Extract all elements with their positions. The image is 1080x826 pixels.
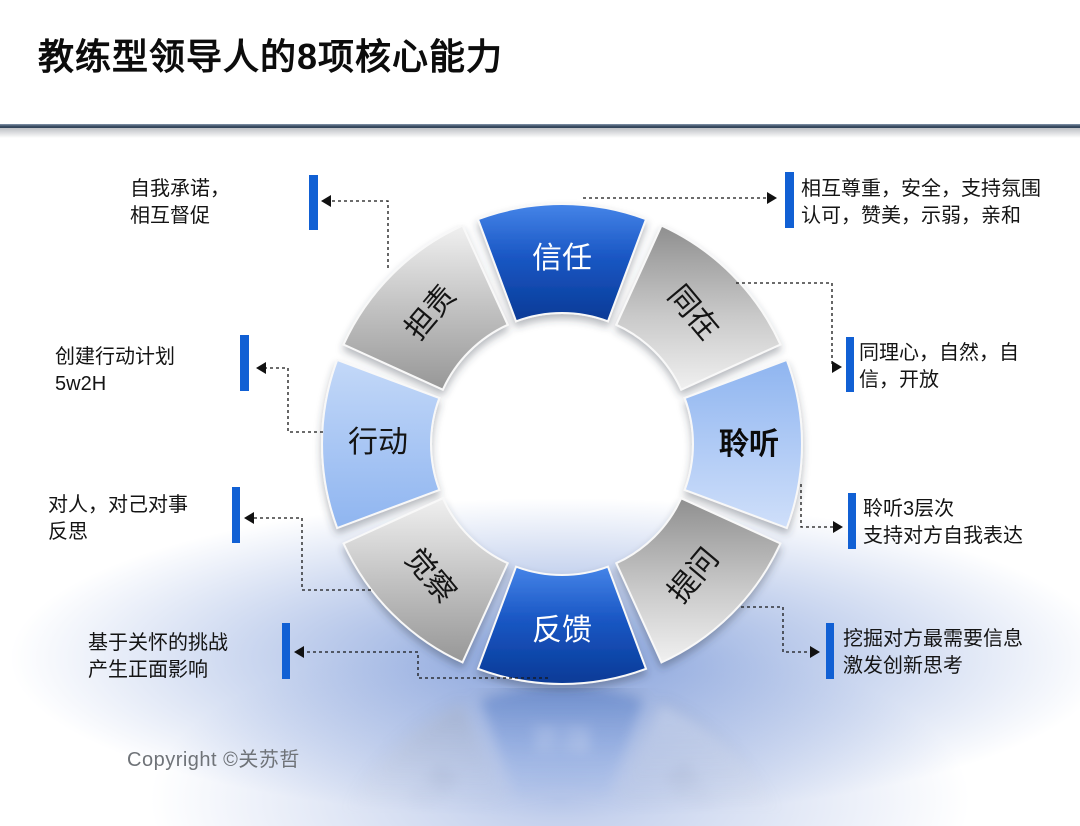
highlight-bar-listening <box>848 493 856 549</box>
connector-presence <box>736 282 833 366</box>
segment-label-action: 行动 <box>348 426 408 459</box>
highlight-bar-questioning <box>826 623 834 679</box>
annotation-line: 聆听3层次 <box>863 498 955 520</box>
arrowhead-left-awareness <box>244 512 254 524</box>
annotation-line: 认可，赞美，示弱，亲和 <box>801 205 1021 227</box>
annotation-line: 产生正面影响 <box>88 659 208 681</box>
annotation-line: 相互尊重，安全，支持氛围 <box>801 178 1041 200</box>
annotation-line: 信，开放 <box>859 369 939 391</box>
highlight-bar-awareness <box>232 487 240 543</box>
arrowhead-left-action <box>256 362 266 374</box>
annotation-line: 基于关怀的挑战 <box>88 632 228 654</box>
annotation-reflect: 对人，对己对事 反思 <box>48 492 188 546</box>
title-divider-shadow <box>0 128 1080 138</box>
annotation-line: 自我承诺， <box>130 178 230 200</box>
ring-reflection: 信任 同在 聆听 提问 反馈 觉察 行动 担责 <box>0 688 1080 826</box>
annotation-line: 对人，对己对事 <box>48 494 188 516</box>
page-title: 教练型领导人的8项核心能力 <box>38 36 504 77</box>
annotation-dig-information: 挖掘对方最需要信息 激发创新思考 <box>843 626 1023 680</box>
annotation-self-commitment: 自我承诺， 相互督促 <box>130 176 230 230</box>
segment-label-listening: 聆听 <box>719 428 779 461</box>
annotation-line: 反思 <box>48 521 88 543</box>
svg-text:反馈: 反馈 <box>532 721 592 754</box>
segment-label-accountability: 担责 <box>399 279 463 346</box>
segment-trust <box>476 203 648 323</box>
annotation-line: 挖掘对方最需要信息 <box>843 628 1023 650</box>
highlight-bar-presence <box>846 337 854 392</box>
connector-action <box>266 367 323 433</box>
highlight-bar-trust <box>785 172 794 228</box>
segment-accountability <box>342 224 510 392</box>
arrowhead-left-accountability <box>321 195 331 207</box>
annotation-line: 5w2H <box>55 373 107 395</box>
arrowhead-right-presence <box>832 361 842 373</box>
annotation-empathy: 同理心，自然，自 信，开放 <box>859 340 1019 394</box>
annotation-caring-challenge: 基于关怀的挑战 产生正面影响 <box>88 630 228 684</box>
highlight-bar-action <box>240 335 249 391</box>
annotation-line: 支持对方自我表达 <box>863 525 1023 547</box>
segment-label-presence: 同在 <box>661 279 725 346</box>
annotation-action-plan: 创建行动计划 5w2H <box>55 344 175 398</box>
segment-label-trust: 信任 <box>532 242 592 275</box>
annotation-line: 激发创新思考 <box>843 655 963 677</box>
annotation-line: 创建行动计划 <box>55 346 175 368</box>
annotation-mutual-respect: 相互尊重，安全，支持氛围 认可，赞美，示弱，亲和 <box>801 176 1041 230</box>
segment-presence <box>614 224 782 392</box>
copyright-text: Copyright ©关苏哲 <box>127 749 300 771</box>
annotation-line: 相互督促 <box>130 205 210 227</box>
highlight-bar-feedback <box>282 623 290 679</box>
title-divider <box>0 124 1080 128</box>
arrowhead-right-trust <box>767 192 777 204</box>
highlight-bar-accountability <box>309 175 318 230</box>
annotation-listening-levels: 聆听3层次 支持对方自我表达 <box>863 496 1023 550</box>
annotation-line: 同理心，自然，自 <box>859 342 1019 364</box>
connector-accountability <box>331 200 389 268</box>
